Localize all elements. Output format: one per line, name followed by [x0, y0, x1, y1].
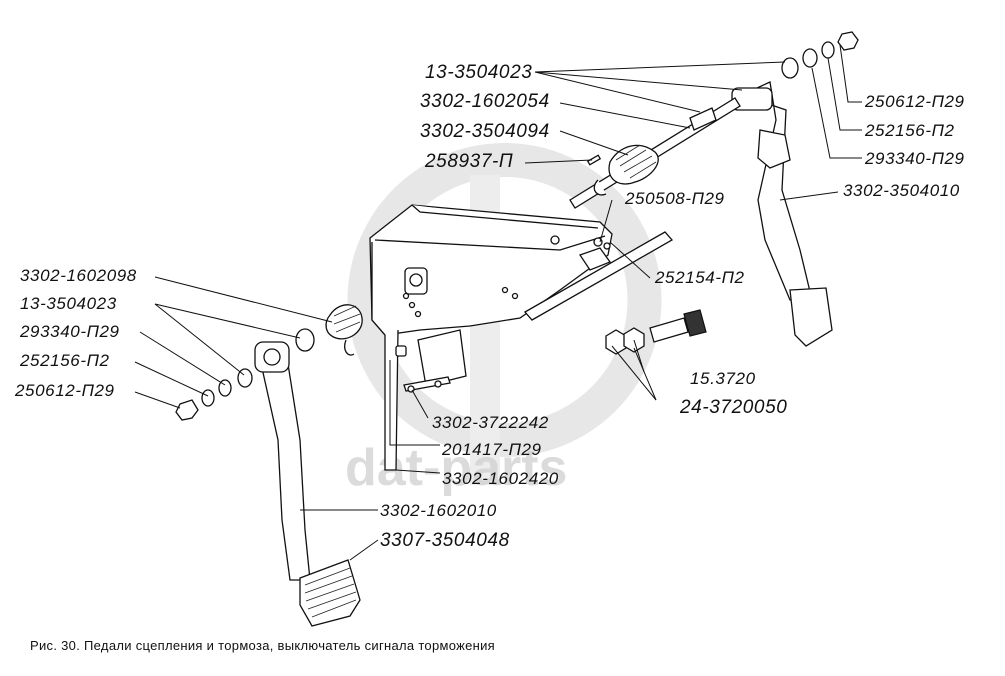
clutch-spring: [325, 304, 363, 356]
label-252156-p2-left: 252156-П2: [19, 351, 110, 370]
label-258937-p: 258937-П: [424, 151, 513, 172]
label-13-3504023-left: 13-3504023: [20, 294, 117, 313]
label-3307-3504048: 3307-3504048: [380, 530, 510, 551]
label-13-3504023-top: 13-3504023: [425, 62, 532, 83]
part-labels: 13-3504023 3302-1602054 3302-3504094 258…: [14, 62, 965, 551]
label-293340-p29-left: 293340-П29: [19, 322, 120, 341]
leader-lines: [134, 44, 862, 561]
label-3302-1602054: 3302-1602054: [420, 91, 550, 112]
figure-caption: Рис. 30. Педали сцепления и тормоза, вык…: [30, 638, 495, 653]
switch-bracket: [395, 329, 467, 393]
label-252154-p2: 252154-П2: [654, 268, 745, 287]
switch-plate: [523, 231, 674, 321]
label-250612-p29-right: 250612-П29: [864, 92, 965, 111]
watermark-text: dat-parts: [345, 439, 567, 497]
label-3302-3722242: 3302-3722242: [432, 413, 549, 432]
clutch-pedal: [254, 341, 311, 581]
label-250612-p29-left: 250612-П29: [14, 381, 115, 400]
label-250508-p29: 250508-П29: [624, 189, 725, 208]
label-24-3720050: 24-3720050: [679, 397, 787, 418]
label-3302-1602010: 3302-1602010: [380, 501, 497, 520]
brake-shaft: [569, 97, 741, 209]
label-15-3720: 15.3720: [690, 369, 756, 388]
brake-pedal: [731, 81, 833, 347]
label-252156-p2-right: 252156-П2: [864, 121, 955, 140]
label-3302-1602420: 3302-1602420: [442, 469, 559, 488]
pedal-bracket: [369, 204, 613, 471]
right-fasteners: [781, 31, 859, 79]
label-3302-3504094: 3302-3504094: [420, 121, 550, 142]
label-201417-p29: 201417-П29: [441, 440, 542, 459]
switch-bolt: [605, 309, 707, 355]
pedal-pad: [299, 559, 361, 627]
label-293340-p29-right: 293340-П29: [864, 149, 965, 168]
label-3302-1602098: 3302-1602098: [20, 266, 137, 285]
label-3302-3504010: 3302-3504010: [843, 181, 960, 200]
